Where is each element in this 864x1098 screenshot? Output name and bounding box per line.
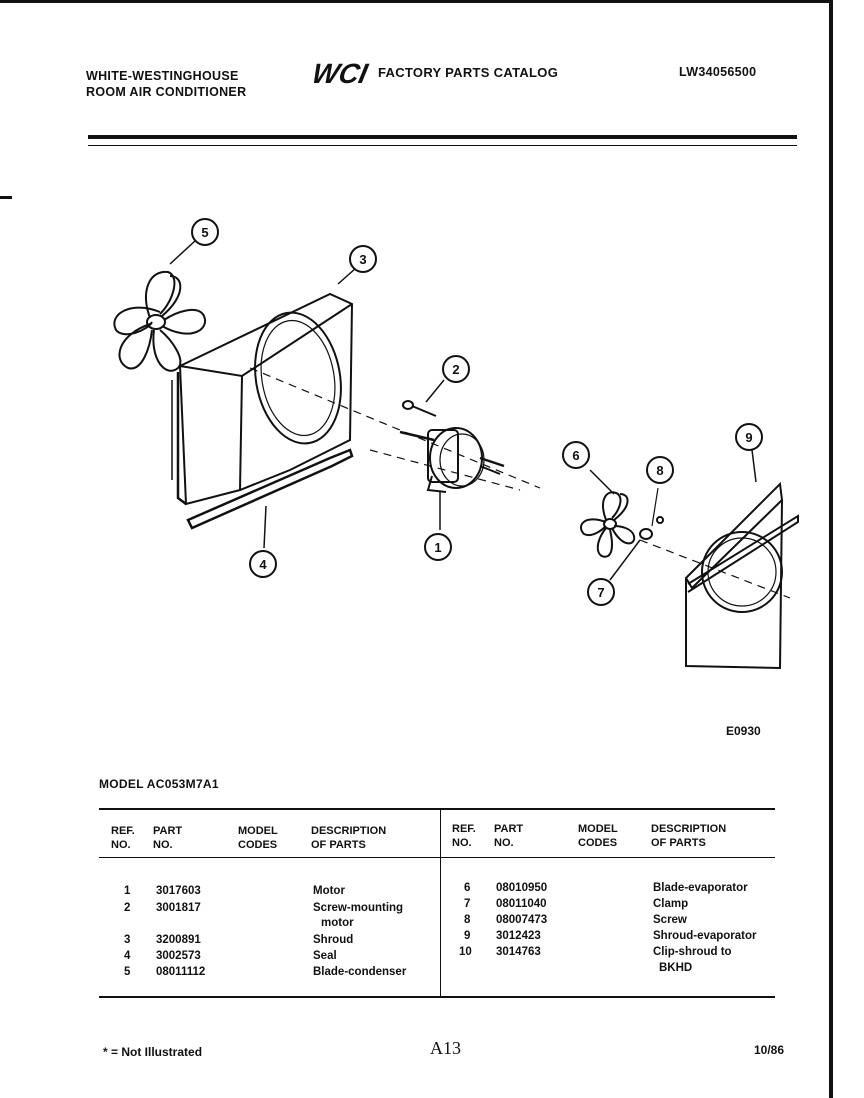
catalog-date: 10/86 bbox=[754, 1043, 785, 1057]
callout-9: 9 bbox=[735, 423, 763, 451]
svg-text:1: 1 bbox=[434, 540, 441, 555]
wci-logo: WCI bbox=[314, 58, 372, 88]
figure-code: E0930 bbox=[726, 724, 761, 738]
row-desc: Clamp bbox=[653, 898, 689, 910]
callout-4: 4 bbox=[249, 550, 277, 578]
svg-text:8: 8 bbox=[656, 463, 663, 478]
row-ref: 9 bbox=[464, 930, 471, 942]
svg-text:2: 2 bbox=[452, 362, 459, 377]
row-part: 3002573 bbox=[156, 950, 201, 962]
callout-6: 6 bbox=[562, 441, 590, 469]
callout-7: 7 bbox=[587, 578, 615, 606]
catalog-title: FACTORY PARTS CATALOG bbox=[378, 65, 559, 80]
catalog-number: LW34056500 bbox=[679, 65, 757, 79]
table-rule-header bbox=[99, 857, 775, 858]
row-desc: Blade-condenser bbox=[313, 966, 407, 978]
row-desc: Shroud-evaporator bbox=[653, 930, 757, 942]
page-border-top bbox=[0, 0, 833, 3]
row-ref: 5 bbox=[124, 966, 131, 978]
callout-2: 2 bbox=[442, 355, 470, 383]
callout-1: 1 bbox=[424, 533, 452, 561]
svg-text:3: 3 bbox=[359, 252, 366, 267]
row-ref: 8 bbox=[464, 914, 471, 926]
row-ref: 7 bbox=[464, 898, 471, 910]
row-part: 08010950 bbox=[496, 882, 548, 894]
blade-condenser-drawing bbox=[113, 239, 207, 372]
row-desc: Clip-shroud to bbox=[653, 946, 732, 958]
shroud-drawing bbox=[171, 267, 357, 506]
header-ref-right: REF.NO. bbox=[452, 823, 476, 849]
svg-text:4: 4 bbox=[259, 557, 267, 572]
callout-8: 8 bbox=[646, 456, 674, 484]
row-ref: 10 bbox=[459, 946, 472, 958]
row-part: 3001817 bbox=[156, 902, 201, 914]
table-divider bbox=[440, 810, 441, 996]
svg-text:5: 5 bbox=[201, 225, 208, 240]
row-desc: Shroud bbox=[313, 934, 354, 946]
row-ref: 4 bbox=[124, 950, 131, 962]
header-ref-left: REF.NO. bbox=[111, 825, 135, 851]
clamp-screw-drawing bbox=[609, 487, 664, 581]
callout-3: 3 bbox=[349, 245, 377, 273]
row-desc-cont: motor bbox=[321, 917, 354, 929]
brand-line-1: WHITE-WESTINGHOUSE bbox=[86, 69, 239, 83]
brand-line-2: ROOM AIR CONDITIONER bbox=[86, 85, 247, 99]
page-number: A13 bbox=[430, 1038, 461, 1058]
row-desc: Seal bbox=[313, 950, 337, 962]
row-part: 08007473 bbox=[496, 914, 548, 926]
row-desc: Motor bbox=[313, 885, 345, 897]
row-desc: Screw bbox=[653, 914, 687, 926]
row-part: 3200891 bbox=[156, 934, 201, 946]
row-part: 3012423 bbox=[496, 930, 541, 942]
shroud-evaporator-drawing bbox=[684, 449, 799, 670]
motor-drawing bbox=[426, 427, 505, 530]
row-part: 08011040 bbox=[496, 898, 547, 910]
callouts: 1 2 3 4 5 6 7 8 9 bbox=[191, 218, 763, 606]
row-desc: Blade-evaporator bbox=[653, 882, 748, 894]
row-ref: 3 bbox=[124, 934, 131, 946]
blade-evaporator-drawing bbox=[579, 469, 636, 558]
row-part: 3017603 bbox=[156, 885, 201, 897]
exploded-parts-diagram: 1 2 3 4 5 6 7 8 9 bbox=[113, 218, 799, 670]
logo-text: WCI bbox=[314, 58, 372, 88]
svg-text:7: 7 bbox=[597, 585, 604, 600]
page-border-right bbox=[829, 0, 833, 1098]
svg-text:6: 6 bbox=[572, 448, 579, 463]
table-rule-top bbox=[99, 808, 775, 810]
seal-drawing bbox=[186, 448, 354, 549]
row-part: 3014763 bbox=[496, 946, 541, 958]
row-ref: 6 bbox=[464, 882, 471, 894]
row-desc: Screw-mounting bbox=[313, 902, 404, 914]
row-desc-cont: BKHD bbox=[659, 962, 693, 974]
row-ref: 1 bbox=[124, 885, 131, 897]
callout-5: 5 bbox=[191, 218, 219, 246]
svg-text:9: 9 bbox=[745, 430, 752, 445]
header-rule-thin bbox=[88, 145, 797, 146]
row-part: 08011112 bbox=[156, 966, 206, 978]
row-ref: 2 bbox=[124, 902, 131, 914]
scan-mark bbox=[0, 196, 12, 199]
table-rule-bottom bbox=[99, 996, 775, 998]
header-rule-thick bbox=[88, 135, 797, 139]
not-illustrated-note: * = Not Illustrated bbox=[103, 1045, 203, 1059]
model-number: MODEL AC053M7A1 bbox=[99, 777, 219, 791]
